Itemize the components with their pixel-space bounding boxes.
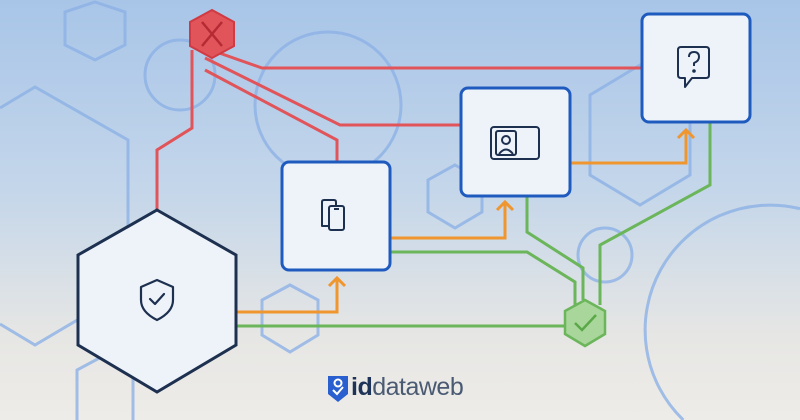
verified-identity-hexagon[interactable] — [76, 208, 238, 394]
shield-check-icon — [139, 278, 175, 322]
device-verification-box[interactable] — [280, 160, 392, 272]
rejected-paths — [155, 46, 642, 212]
logo-text-bold: id — [351, 373, 373, 401]
id-document-box[interactable] — [459, 86, 572, 198]
logo-text-light: dataweb — [372, 373, 464, 401]
iddataweb-logo: iddataweb — [328, 373, 464, 405]
check-icon — [574, 314, 597, 332]
x-icon — [201, 21, 223, 47]
approved-paths — [236, 122, 712, 328]
rejected-node[interactable] — [189, 8, 235, 60]
phones-icon — [321, 199, 345, 231]
approved-node[interactable] — [563, 298, 607, 348]
pending-paths — [236, 127, 696, 314]
question-chat-icon — [677, 46, 710, 88]
id-card-icon — [490, 126, 540, 160]
question-box[interactable] — [640, 12, 752, 124]
logo-shield-icon — [328, 376, 348, 402]
